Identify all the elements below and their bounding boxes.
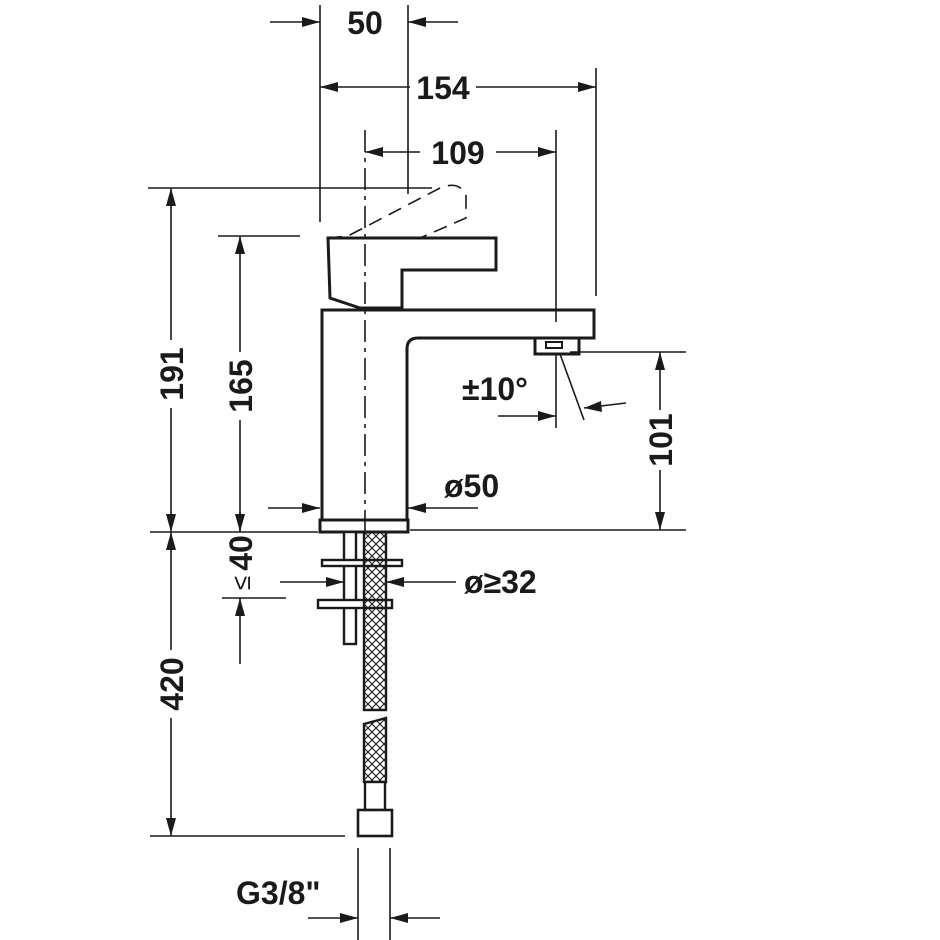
dim-hose-length: 420 bbox=[154, 657, 190, 710]
dim-less-equal-symbol: ≤ bbox=[226, 576, 256, 590]
lever-raised-outline bbox=[327, 184, 467, 239]
dim-max-deck-thickness: 40 bbox=[223, 535, 259, 571]
threaded-rod bbox=[342, 530, 358, 646]
dimension-lines bbox=[148, 5, 686, 940]
dim-outlet-height: 101 bbox=[643, 413, 679, 466]
hose-ferrule bbox=[363, 780, 387, 812]
dim-spout-offset: 50 bbox=[347, 5, 383, 41]
hose-lower bbox=[362, 716, 388, 784]
clamp-plate bbox=[316, 598, 394, 610]
lever-handle bbox=[326, 236, 498, 310]
dim-reach: 109 bbox=[431, 135, 484, 171]
clamp-washer bbox=[320, 558, 404, 568]
dim-swivel-angle: ±10° bbox=[462, 371, 528, 407]
mounting-assembly bbox=[316, 530, 404, 838]
dim-hole-diameter: ø≥32 bbox=[464, 564, 537, 600]
dim-base-diameter: ø50 bbox=[444, 468, 499, 504]
dim-connection-thread: G3/8" bbox=[236, 875, 321, 911]
base-ring bbox=[318, 518, 410, 534]
dim-total-height: 191 bbox=[154, 347, 190, 400]
hose-upper bbox=[362, 530, 388, 712]
hose-nut bbox=[356, 808, 394, 838]
aerator-tip bbox=[545, 341, 563, 349]
dim-tap-height: 165 bbox=[223, 359, 259, 412]
faucet-body bbox=[318, 184, 596, 534]
faucet-column-and-spout bbox=[320, 308, 596, 522]
dim-total-length: 154 bbox=[416, 70, 470, 106]
